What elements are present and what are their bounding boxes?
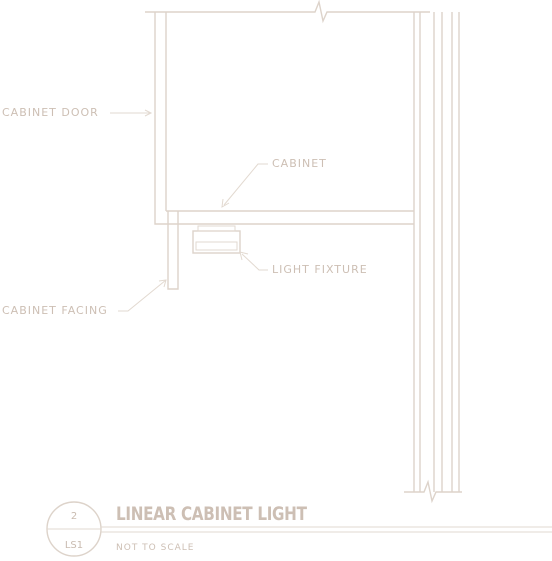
light-fixture-leader-arrowhead [239, 251, 249, 261]
cabinet-leader-arrowhead [221, 198, 230, 208]
light-fixture-leader [241, 253, 268, 271]
light-fixture-clip [197, 225, 236, 232]
cabinet-door-arrowhead [144, 109, 153, 117]
cabinet-door-label: Cabinet door [2, 106, 99, 119]
light-fixture-lens [195, 241, 238, 251]
light-fixture-label: Light fixture [272, 263, 368, 276]
cabinet-facing-leader [118, 279, 167, 312]
cabinet-facing-label: Cabinet facing [2, 304, 108, 317]
cabinet-leader [223, 163, 268, 206]
cabinet-facing-leader-arrowhead [158, 279, 167, 288]
cabinet-facing-outline [167, 211, 179, 290]
detail-number: 2 [70, 511, 78, 522]
ceiling-break-line [145, 0, 430, 24]
cabinet-door-outline [154, 12, 178, 225]
drawing-title: LINEAR CABINET LIGHT [116, 503, 307, 525]
cabinet-label: Cabinet [272, 157, 327, 170]
wall-bottom-break-line [404, 479, 462, 504]
sheet-number: LS1 [64, 540, 84, 551]
scale-note: NOT TO SCALE [116, 543, 195, 553]
